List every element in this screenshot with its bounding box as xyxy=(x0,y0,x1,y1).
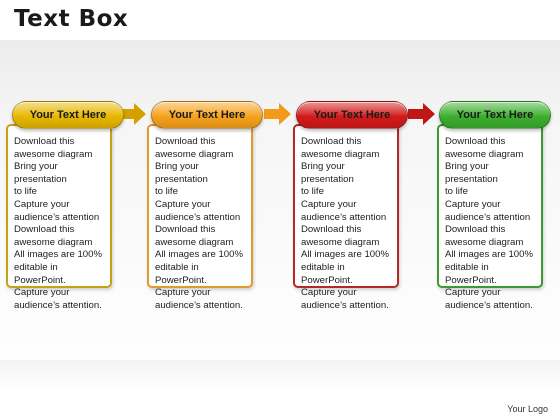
step-1-label: Your Text Here xyxy=(29,109,107,121)
arrow-right-icon xyxy=(408,103,435,125)
step-3-body: Download this awesome diagram Bring your… xyxy=(301,136,389,311)
step-1-text-box: Download this awesome diagram Bring your… xyxy=(6,124,112,311)
page-title: Text Box xyxy=(14,6,129,32)
step-4-text-box: Download this awesome diagram Bring your… xyxy=(437,124,543,311)
footer-logo: Your Logo xyxy=(507,404,548,414)
step-2-body: Download this awesome diagram Bring your… xyxy=(155,136,243,311)
step-2-text-box: Download this awesome diagram Bring your… xyxy=(147,124,253,311)
step-4-label: Your Text Here xyxy=(456,109,534,121)
step-2-label: Your Text Here xyxy=(168,109,246,121)
step-4-header: Your Text Here xyxy=(439,101,551,129)
step-3-header: Your Text Here xyxy=(296,101,408,129)
arrow-right-icon xyxy=(264,103,291,125)
step-4-body: Download this awesome diagram Bring your… xyxy=(445,136,533,311)
step-1-body: Download this awesome diagram Bring your… xyxy=(14,136,102,311)
step-3-label: Your Text Here xyxy=(313,109,391,121)
arrow-right-icon xyxy=(119,103,146,125)
step-1-header: Your Text Here xyxy=(12,101,124,129)
floor-shadow xyxy=(0,360,560,390)
step-2-header: Your Text Here xyxy=(151,101,263,129)
step-3-text-box: Download this awesome diagram Bring your… xyxy=(293,124,399,311)
